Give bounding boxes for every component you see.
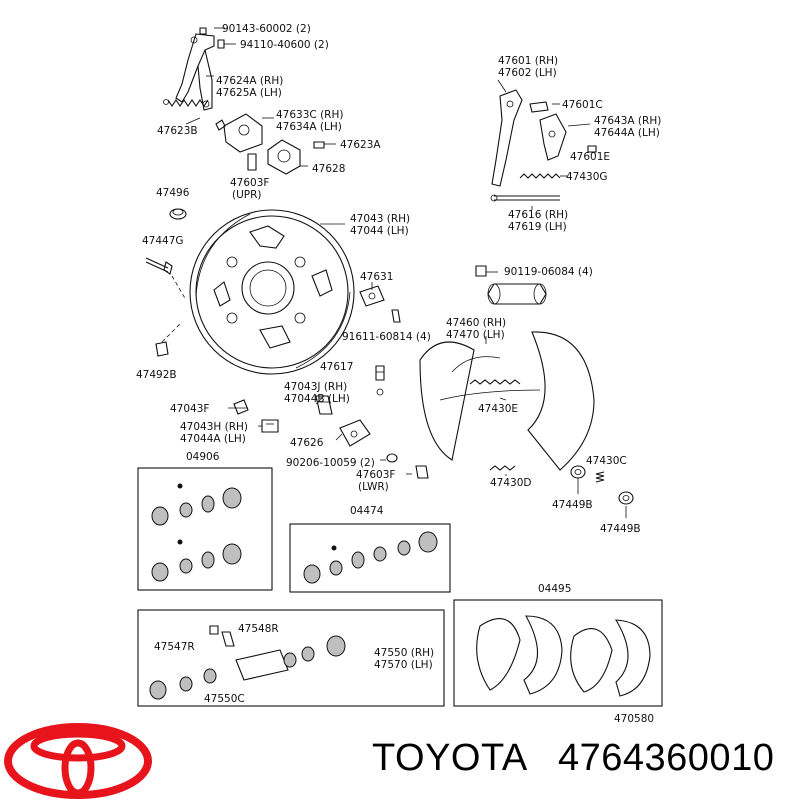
label-47625a: 47625A (LH): [216, 87, 282, 99]
spring-47623b: [163, 99, 209, 107]
label-47623b: 47623B: [157, 125, 198, 137]
label-47044b: 47044B (LH): [284, 393, 350, 405]
backing-plate: [189, 209, 355, 375]
label-47460: 47460 (RH): [446, 317, 506, 329]
label-47043f: 47043F: [170, 403, 209, 415]
plug-47496: [169, 208, 187, 220]
link-47643a: [539, 113, 567, 161]
label-upr: (UPR): [232, 189, 262, 201]
label-kit-04906: 04906: [186, 451, 220, 463]
kit-box-04495: [453, 599, 663, 707]
label-47626: 47626: [290, 437, 324, 449]
lever-47626: [339, 419, 371, 447]
bolt-47447g: [145, 257, 173, 275]
pin-47043h: [261, 419, 279, 433]
label-47633c: 47633C (RH): [276, 109, 343, 121]
label-47550c: 47550C: [204, 693, 245, 705]
pin-47601e: [587, 145, 597, 153]
washer-47449b-2: [618, 491, 634, 505]
label-47570: 47570 (LH): [374, 659, 433, 671]
label-47644a: 47644A (LH): [594, 127, 660, 139]
toyota-logo: [4, 723, 152, 799]
kit-box-04474: [289, 523, 451, 593]
label-47492b: 47492B: [136, 369, 177, 381]
label-47616: 47616 (RH): [508, 209, 568, 221]
strut-47633c: [215, 113, 263, 171]
washer-47449b-1: [570, 465, 586, 479]
label-47043j: 47043J (RH): [284, 381, 347, 393]
clip-47617: [375, 365, 385, 396]
label-47601e: 47601E: [570, 151, 610, 163]
label-47043: 47043 (RH): [350, 213, 410, 225]
label-47624a: 47624A (RH): [216, 75, 283, 87]
label-47548r: 47548R: [238, 623, 279, 635]
plug-47492b: [155, 341, 169, 357]
bolt-47631: [359, 285, 401, 323]
label-47447g: 47447G: [142, 235, 184, 247]
brand-name: TOYOTA: [372, 737, 528, 779]
label-47628: 47628: [312, 163, 345, 175]
label-47623a: 47623A: [340, 139, 381, 151]
label-91611: 91611-60814 (4): [342, 331, 431, 343]
spring-47430c: [595, 471, 605, 483]
label-kit-04495: 04495: [538, 583, 571, 595]
label-47044: 47044 (LH): [350, 225, 409, 237]
label-47449b-1: 47449B: [552, 499, 593, 511]
label-47430e: 47430E: [478, 403, 518, 415]
logo-vertical-ellipse: [61, 739, 95, 797]
parking-brake-lever: [175, 27, 225, 111]
label-47430d: 47430D: [490, 477, 532, 489]
label-kit-470580: 470580: [614, 713, 654, 725]
label-47619: 47619 (LH): [508, 221, 567, 233]
label-94110: 94110-40600 (2): [240, 39, 329, 51]
brake-shoes-assembly: [419, 331, 595, 471]
clip-47601c: [529, 101, 549, 113]
label-47496: 47496: [156, 187, 190, 199]
label-47550: 47550 (RH): [374, 647, 434, 659]
label-47601: 47601 (RH): [498, 55, 558, 67]
label-47547r: 47547R: [154, 641, 195, 653]
kit-box-wheel-cylinder: [137, 609, 445, 707]
spring-47430g: [519, 173, 561, 179]
label-47044a: 47044A (LH): [180, 433, 246, 445]
label-47449b-2: 47449B: [600, 523, 641, 535]
part-number: 4764360010: [558, 737, 775, 779]
bracket-47603f-lwr: [415, 465, 429, 479]
label-47634a: 47634A (LH): [276, 121, 342, 133]
label-47631: 47631: [360, 271, 393, 283]
nut-47043f: [233, 399, 249, 415]
wheel-cylinder-47460: [487, 283, 547, 305]
label-kit-04474: 04474: [350, 505, 384, 517]
parking-lever-47601: [491, 89, 523, 187]
label-90119: 90119-06084 (4): [504, 266, 593, 278]
label-47603f-upr: 47603F: [230, 177, 269, 189]
label-47043h: 47043H (RH): [180, 421, 248, 433]
label-47601c: 47601C: [562, 99, 603, 111]
label-47602: 47602 (LH): [498, 67, 557, 79]
kit-box-04906: [137, 467, 273, 591]
bolt-90119: [475, 265, 487, 277]
logo-horizontal-ellipse: [30, 730, 126, 762]
label-47643a: 47643A (RH): [594, 115, 661, 127]
label-47603f-lwr: 47603F: [356, 469, 395, 481]
label-47617: 47617: [320, 361, 353, 373]
label-47430g: 47430G: [566, 171, 608, 183]
label-47470: 47470 (LH): [446, 329, 505, 341]
label-47430c: 47430C: [586, 455, 627, 467]
label-90206: 90206-10059 (2): [286, 457, 375, 469]
rod-47616: [490, 194, 560, 202]
washer-90206: [386, 453, 398, 463]
label-lwr: (LWR): [358, 481, 389, 493]
label-90143: 90143-60002 (2): [222, 23, 311, 35]
